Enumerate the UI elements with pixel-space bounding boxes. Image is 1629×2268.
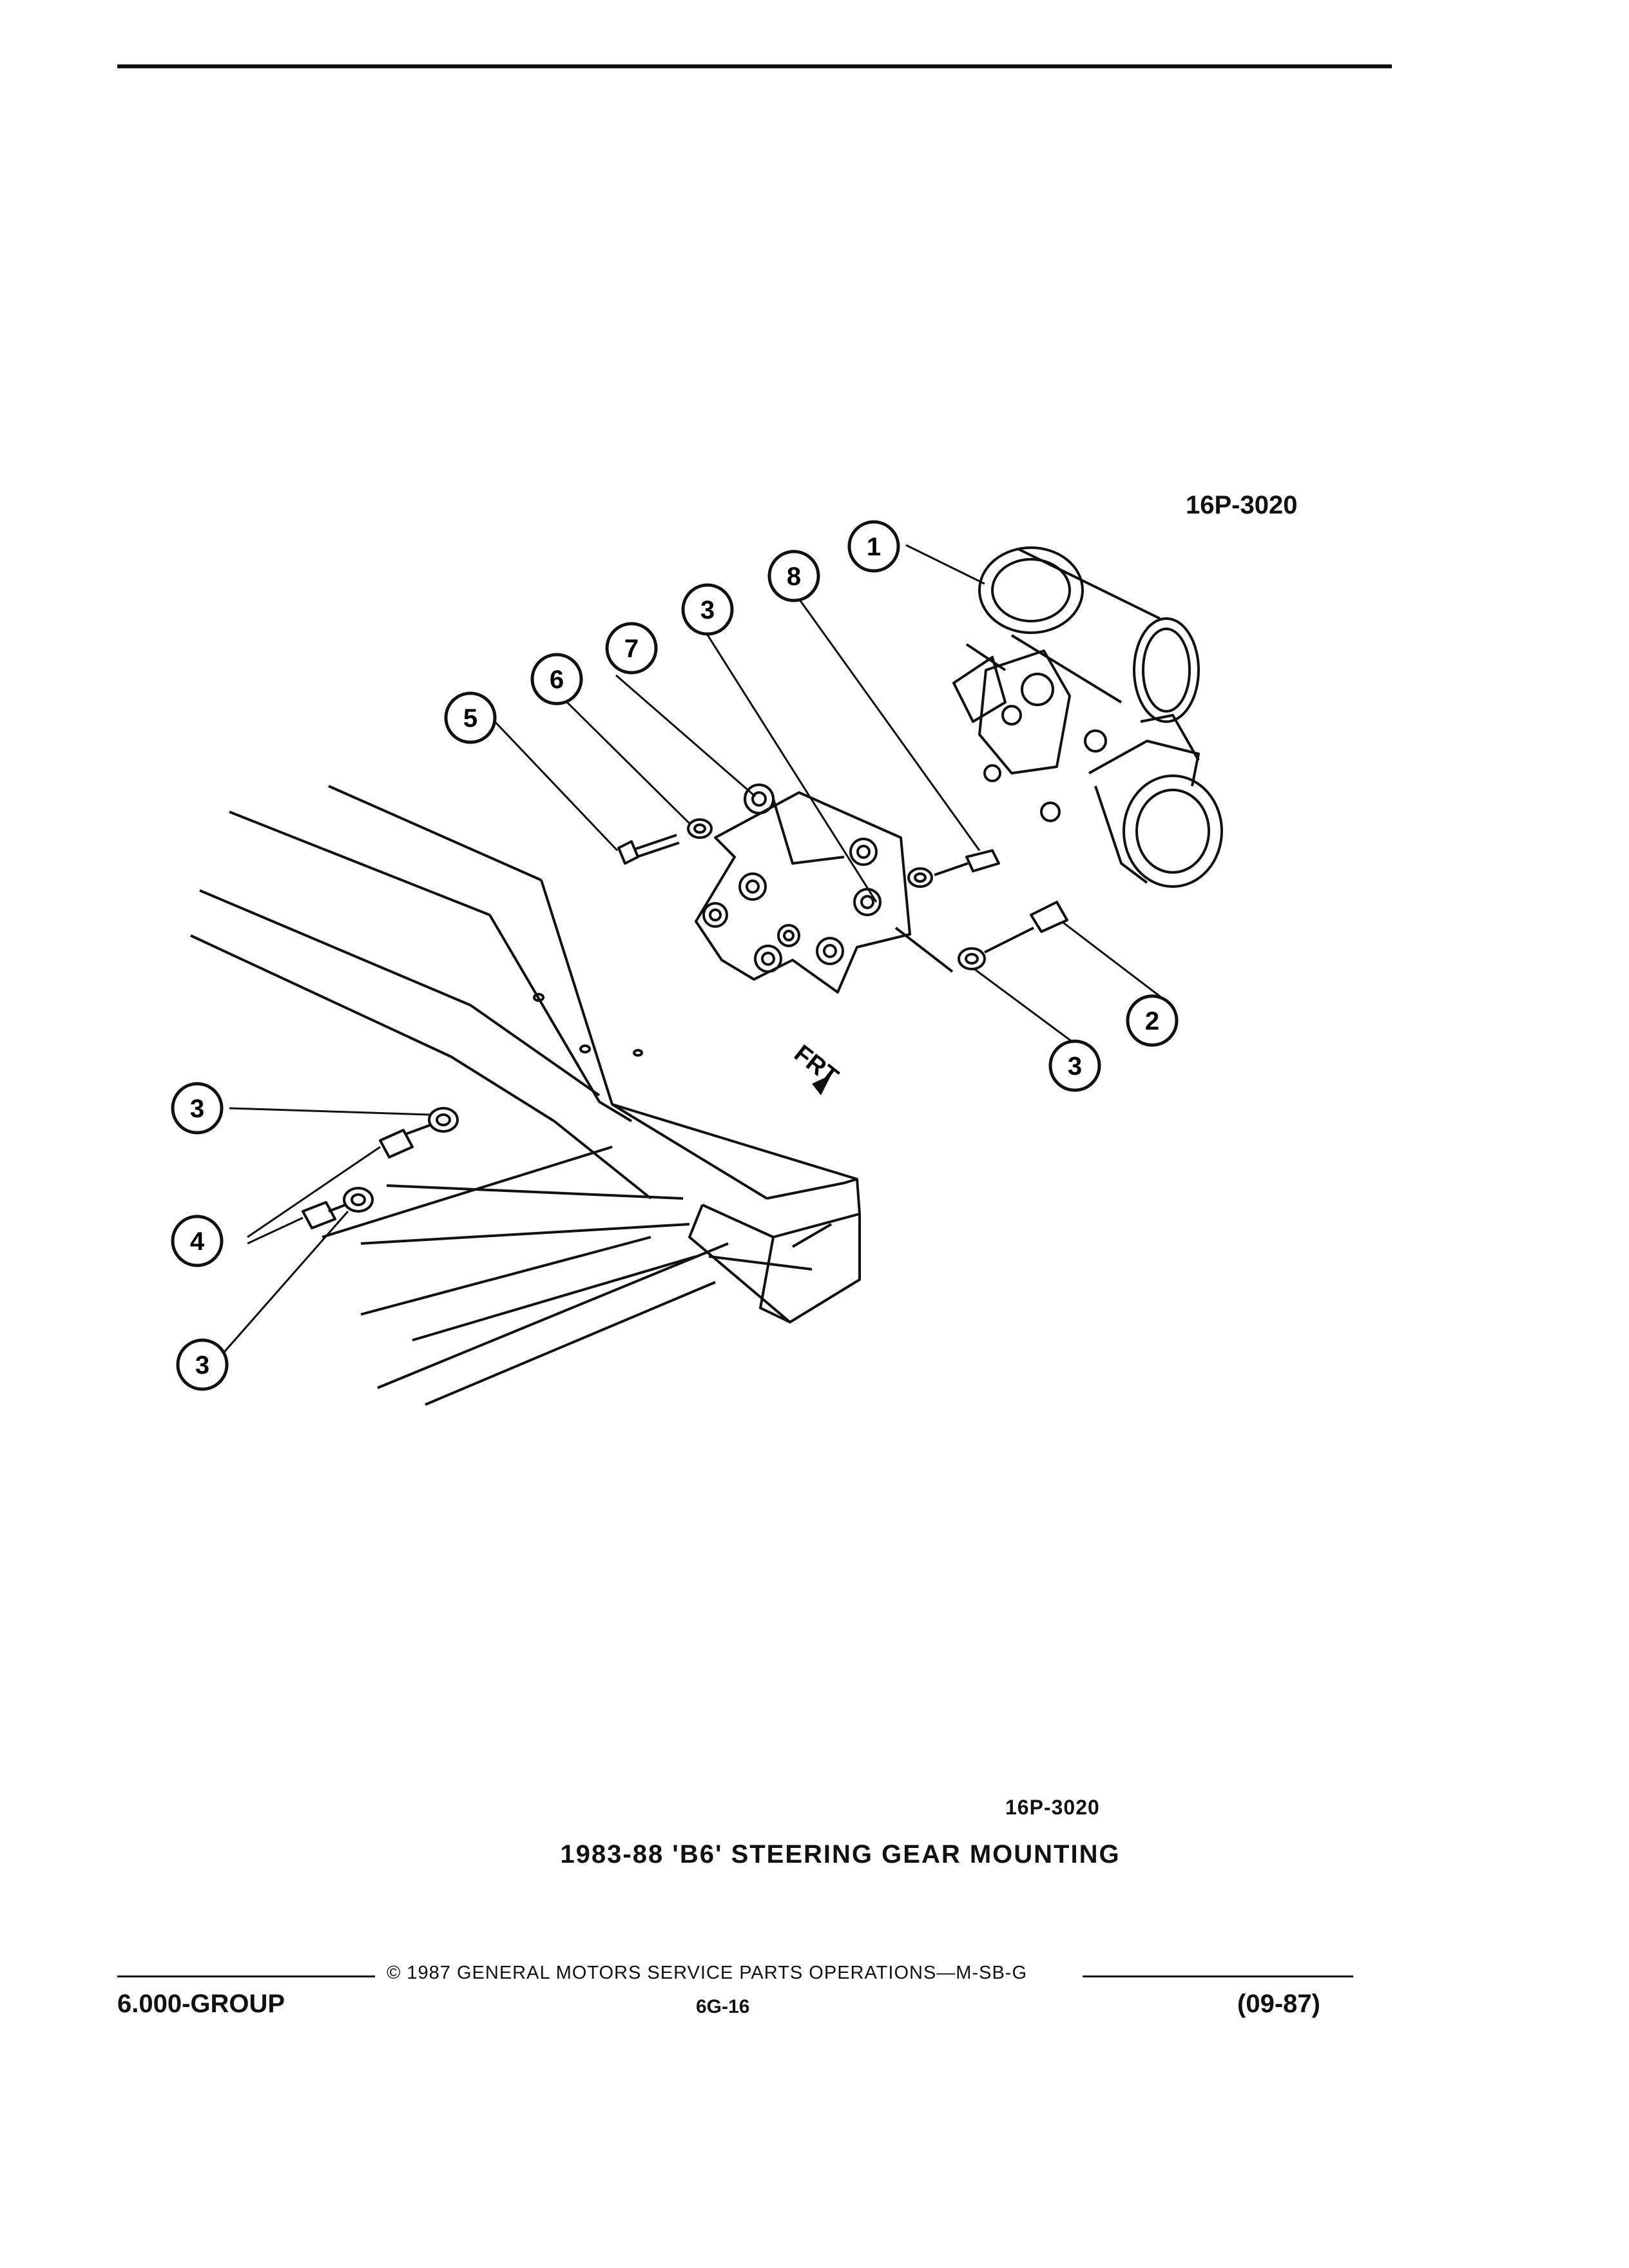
figure-id-top: 16P-3020 — [1186, 491, 1298, 519]
callout-1-label: 1 — [867, 533, 881, 561]
top-rule — [117, 64, 1392, 68]
frame-rail — [190, 785, 861, 1406]
footer-rule-right — [1083, 1975, 1353, 1977]
callout-5: 5 — [444, 691, 497, 744]
svg-text:3: 3 — [195, 1351, 209, 1379]
fasteners — [302, 818, 1068, 1229]
svg-text:5: 5 — [463, 704, 477, 733]
figure-id-bottom: 16P-3020 — [1005, 1796, 1100, 1819]
callout-3a: 3 — [681, 583, 734, 636]
callout-2: 2 — [1126, 994, 1179, 1047]
page-number: 6G-16 — [696, 1996, 750, 2017]
figure-caption: 1983-88 'B6' STEERING GEAR MOUNTING — [560, 1840, 1121, 1869]
svg-text:8: 8 — [787, 562, 801, 591]
callout-3d: 3 — [176, 1338, 229, 1391]
svg-text:4: 4 — [190, 1227, 205, 1256]
svg-text:3: 3 — [190, 1095, 204, 1123]
callout-3c: 3 — [171, 1082, 224, 1135]
callout-4: 4 — [171, 1215, 224, 1267]
footer-rule-left — [117, 1975, 375, 1977]
svg-text:6: 6 — [550, 666, 564, 694]
callout-3b: 3 — [1048, 1039, 1101, 1092]
date-code: (09-87) — [1237, 1990, 1320, 2018]
callout-1: 1 — [847, 520, 900, 573]
callout-7: 7 — [605, 622, 658, 675]
svg-text:3: 3 — [1068, 1052, 1082, 1081]
steering-gear — [952, 546, 1223, 888]
leader-lines — [215, 544, 1172, 1361]
bracket — [695, 783, 911, 994]
frt-arrow — [812, 1075, 831, 1095]
group-number: 6.000-GROUP — [117, 1990, 285, 2018]
callout-6: 6 — [530, 653, 583, 706]
svg-text:2: 2 — [1145, 1007, 1159, 1035]
copyright-text: © 1987 GENERAL MOTORS SERVICE PARTS OPER… — [387, 1963, 1027, 1983]
svg-text:7: 7 — [624, 635, 639, 663]
svg-text:3: 3 — [700, 596, 715, 624]
callout-8: 8 — [767, 550, 820, 602]
